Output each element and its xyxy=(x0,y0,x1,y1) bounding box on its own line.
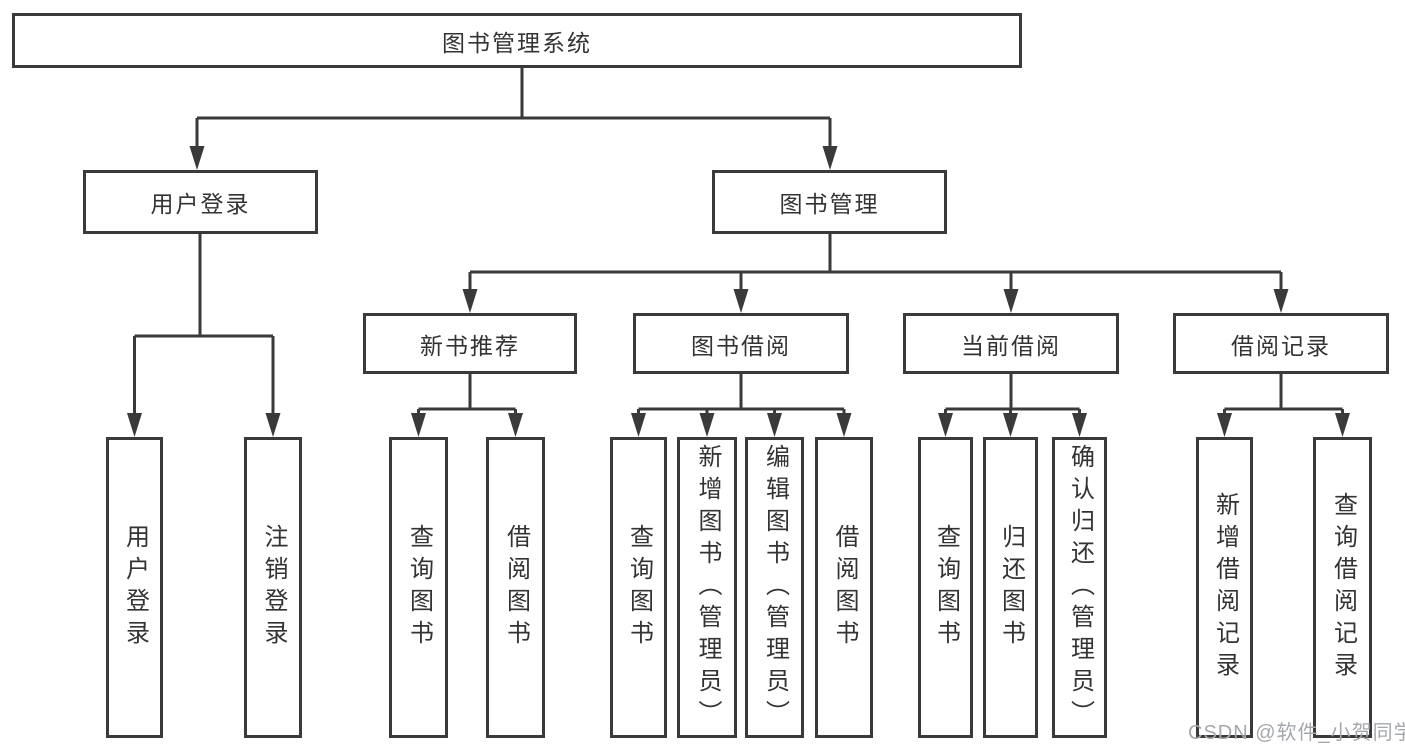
leaf-confirm-return-admin: 确认归还（管理员） xyxy=(1052,437,1107,738)
connector-new-rec-children xyxy=(411,374,523,437)
connector-book-borrow-children xyxy=(631,374,852,437)
leaf-user-login-label: 用户登录 xyxy=(121,523,149,652)
leaf-add-borrow-record: 新增借阅记录 xyxy=(1196,437,1253,738)
leaf-query-book-recommend-label: 查询图书 xyxy=(405,523,433,652)
node-new-book-recommend: 新书推荐 xyxy=(363,313,577,374)
connector-borrow-rec-children xyxy=(1217,374,1350,437)
connector-book-mgmt-children xyxy=(462,234,1289,313)
node-borrow-record-label: 借阅记录 xyxy=(1231,332,1331,359)
node-current-borrow: 当前借阅 xyxy=(903,313,1119,374)
leaf-user-login: 用户登录 xyxy=(106,437,163,738)
csdn-watermark: CSDN @软件_小贺同学 xyxy=(1188,722,1405,744)
leaf-return-book-label: 归还图书 xyxy=(997,523,1025,652)
leaf-query-book-borrow-label: 查询图书 xyxy=(625,523,653,652)
leaf-query-book-borrow: 查询图书 xyxy=(610,437,667,738)
leaf-add-borrow-record-label: 新增借阅记录 xyxy=(1211,491,1239,684)
leaf-borrow-book: 借阅图书 xyxy=(815,437,873,738)
node-root-label: 图书管理系统 xyxy=(442,29,592,56)
leaf-borrow-book-recommend: 借阅图书 xyxy=(486,437,545,738)
node-book-borrow: 图书借阅 xyxy=(633,313,849,374)
leaf-return-book: 归还图书 xyxy=(983,437,1038,738)
leaf-add-book-admin-label: 新增图书（管理员） xyxy=(694,443,721,732)
node-new-book-recommend-label: 新书推荐 xyxy=(420,332,520,359)
leaf-query-book-current: 查询图书 xyxy=(918,437,973,738)
leaf-query-borrow-record-label: 查询借阅记录 xyxy=(1329,491,1357,684)
node-borrow-record: 借阅记录 xyxy=(1173,313,1389,374)
leaf-borrow-book-label: 借阅图书 xyxy=(831,523,858,652)
leaf-query-book-current-label: 查询图书 xyxy=(932,523,960,652)
leaf-borrow-book-recommend-label: 借阅图书 xyxy=(502,523,530,652)
connector-cur-borrow-children xyxy=(938,374,1087,437)
node-user-login-label: 用户登录 xyxy=(150,191,251,217)
leaf-add-book-admin: 新增图书（管理员） xyxy=(677,437,737,738)
leaf-logout: 注销登录 xyxy=(244,437,302,738)
node-current-borrow-label: 当前借阅 xyxy=(961,332,1061,359)
leaf-edit-book-admin-label: 编辑图书（管理员） xyxy=(761,443,789,732)
node-book-borrow-label: 图书借阅 xyxy=(691,332,791,359)
node-book-management-label: 图书管理 xyxy=(779,191,880,217)
leaf-edit-book-admin: 编辑图书（管理员） xyxy=(745,437,804,738)
connector-root-to-level1 xyxy=(189,68,838,170)
leaf-query-book-recommend: 查询图书 xyxy=(389,437,448,738)
node-book-management: 图书管理 xyxy=(712,170,947,234)
node-root-library-system: 图书管理系统 xyxy=(12,13,1022,68)
leaf-query-borrow-record: 查询借阅记录 xyxy=(1313,437,1372,738)
leaf-logout-label: 注销登录 xyxy=(260,523,287,652)
leaf-confirm-return-admin-label: 确认归还（管理员） xyxy=(1066,443,1094,732)
connector-user-login-children xyxy=(127,234,281,437)
node-user-login: 用户登录 xyxy=(83,170,318,234)
